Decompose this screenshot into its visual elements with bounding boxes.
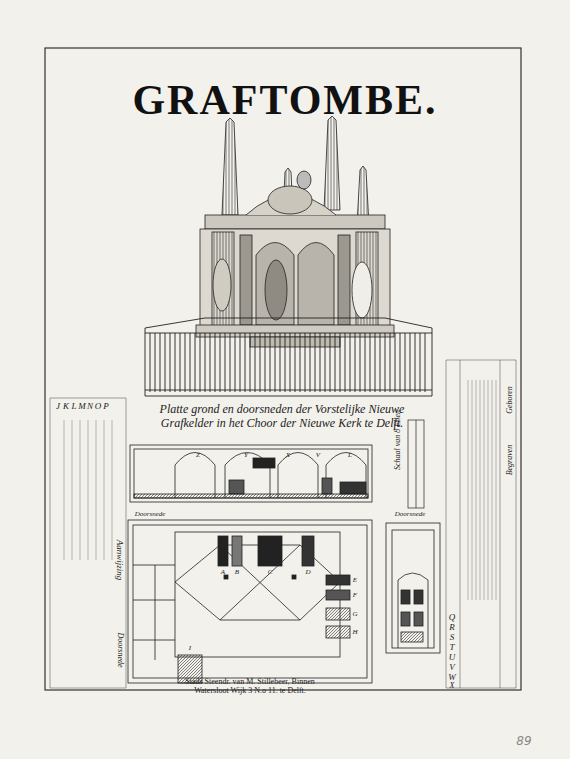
label: E xyxy=(353,576,357,584)
label: X xyxy=(450,681,455,690)
label: L xyxy=(348,451,352,459)
side-section xyxy=(386,523,440,653)
label: H xyxy=(352,628,357,636)
label: I xyxy=(189,644,191,652)
label: Aanwijzing xyxy=(115,540,125,581)
label: S xyxy=(450,632,455,642)
label: Q xyxy=(449,612,456,622)
label: Begraven xyxy=(505,445,514,476)
label: T xyxy=(449,642,454,652)
script-lines xyxy=(64,380,496,600)
label: P xyxy=(103,401,109,411)
label: Stads Steendr. van M. Stillebeer, Binnen… xyxy=(175,677,325,695)
label: B xyxy=(235,568,239,576)
caption: Platte grond en doorsneden der Vorstelij… xyxy=(137,403,427,431)
title: GRAFTOMBE. xyxy=(132,76,437,124)
label: V xyxy=(449,662,455,672)
label: Schaal van 8 Ellen xyxy=(393,410,402,470)
label: L xyxy=(71,401,76,411)
section-drawing xyxy=(130,445,372,502)
label: O xyxy=(95,401,102,411)
label: V xyxy=(316,451,320,459)
label: Z xyxy=(196,451,200,459)
label: K xyxy=(63,401,69,411)
label: A xyxy=(221,568,225,576)
label: Geboren xyxy=(505,386,514,414)
label: N xyxy=(87,401,93,411)
label: W xyxy=(448,672,456,682)
label: G xyxy=(352,610,357,618)
label: F xyxy=(353,591,357,599)
label: R xyxy=(449,622,455,632)
label: Doorsnede xyxy=(395,510,426,518)
label: D xyxy=(305,568,310,576)
legend-table-rules xyxy=(50,360,516,688)
tomb-drawing xyxy=(196,116,394,347)
sheet-border xyxy=(45,48,521,690)
label: C xyxy=(268,568,273,576)
label: Y xyxy=(244,451,248,459)
scale-bar xyxy=(408,420,424,508)
page-number: 89 xyxy=(516,735,531,749)
iron-fence xyxy=(145,318,432,396)
floor-plan xyxy=(128,520,372,683)
label: Doorsnede xyxy=(115,632,124,667)
label: Doorsnede xyxy=(135,510,166,518)
label: U xyxy=(449,652,456,662)
label: X xyxy=(286,451,290,459)
label: J xyxy=(56,401,60,411)
label: M xyxy=(78,401,86,411)
